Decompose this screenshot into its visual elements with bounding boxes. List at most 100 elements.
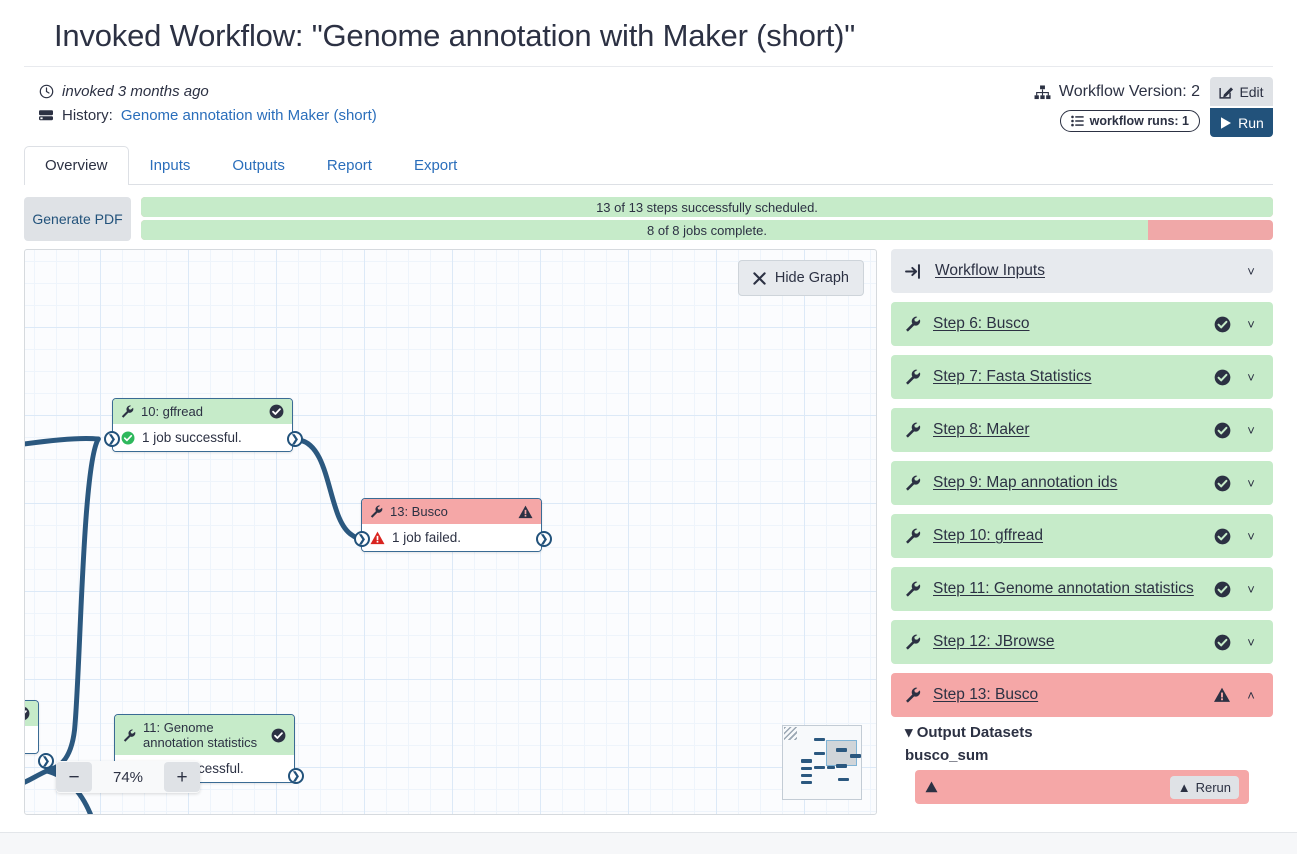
check-circle-icon (1214, 581, 1231, 598)
chevron-up-icon[interactable]: ˄ (1247, 687, 1255, 703)
chevron-down-icon[interactable]: ˅ (1247, 316, 1255, 332)
sidebar-item-step-12-jbrowse[interactable]: Step 12: JBrowse ˅ (891, 620, 1273, 664)
hide-graph-button[interactable]: Hide Graph (737, 260, 864, 296)
minimap-node (827, 766, 835, 769)
accordion-item: Workflow Inputs ˅ (891, 249, 1273, 293)
wrench-icon (370, 505, 383, 518)
page-title: Invoked Workflow: "Genome annotation wit… (54, 18, 856, 53)
sidebar-item-step-8-maker[interactable]: Step 8: Maker ˅ (891, 408, 1273, 452)
minimap-node (801, 774, 812, 777)
check-circle-icon (1214, 634, 1231, 651)
run-button[interactable]: Run (1210, 108, 1273, 137)
graph-node-input-port[interactable]: ❯ (354, 531, 370, 547)
workflow-version-row: Workflow Version: 2 (1034, 80, 1200, 104)
rerun-label: Rerun (1195, 779, 1231, 795)
wrench-icon (121, 405, 134, 418)
dataset-item[interactable]: ▲ Rerun (915, 770, 1249, 804)
chevron-down-icon[interactable]: ˅ (1247, 634, 1255, 650)
wrench-icon (123, 729, 136, 742)
output-datasets-header[interactable]: ▾ Output Datasets (905, 723, 1259, 741)
warning-triangle-icon (1213, 687, 1231, 703)
sidebar-item-step-10-gffread[interactable]: Step 10: gffread ˅ (891, 514, 1273, 558)
jobs-progress-bar: 8 of 8 jobs complete. (141, 220, 1273, 240)
wrench-icon (905, 316, 921, 332)
graph-node-title: 10: gffread (141, 404, 203, 419)
minimap-node (850, 754, 861, 758)
clock-icon (38, 83, 54, 99)
graph-node-partial-left[interactable] (25, 700, 39, 754)
history-link[interactable]: Genome annotation with Maker (short) (120, 106, 377, 124)
edit-button[interactable]: Edit (1210, 77, 1273, 106)
chevron-down-icon[interactable]: ˅ (1247, 475, 1255, 491)
sidebar-item-step-7-fasta-statistics[interactable]: Step 7: Fasta Statistics ˅ (891, 355, 1273, 399)
progress-bars: 13 of 13 steps successfully scheduled. 8… (141, 197, 1273, 241)
chevron-down-icon[interactable]: ˅ (1247, 369, 1255, 385)
chevron-down-icon[interactable]: ˅ (1247, 263, 1255, 279)
zoom-in-button[interactable]: + (164, 762, 200, 792)
accordion-item: Step 11: Genome annotation statistics ˅ (891, 567, 1273, 611)
sidebar-item-workflow-inputs[interactable]: Workflow Inputs ˅ (891, 249, 1273, 293)
accordion-item-expanded: Step 13: Busco ˄ ▾ Output Datasets busco… (891, 673, 1273, 804)
edit-run-button-group: Edit Run (1210, 77, 1273, 137)
chevron-down-icon[interactable]: ˅ (1247, 422, 1255, 438)
minimap-resize-handle[interactable] (784, 727, 797, 740)
wrench-icon (905, 634, 921, 650)
minimap-node (801, 759, 812, 763)
warning-triangle-icon (518, 505, 533, 519)
title-divider (24, 66, 1273, 67)
rerun-icon: ▲ (1177, 779, 1191, 795)
hide-graph-label: Hide Graph (774, 270, 849, 286)
chevron-down-icon[interactable]: ˅ (1247, 528, 1255, 544)
workflow-runs-pill[interactable]: workflow runs: 1 (1059, 110, 1200, 132)
minimap-node (838, 778, 849, 781)
database-icon (38, 107, 54, 123)
jobs-progress-fill (141, 220, 1149, 240)
graph-node-output-port[interactable]: ❯ (287, 431, 303, 447)
wrench-icon (905, 687, 921, 703)
sidebar-item-step-13-busco[interactable]: Step 13: Busco ˄ (891, 673, 1273, 717)
invocation-steps-sidebar[interactable]: Workflow Inputs ˅ Step 6: Busco ˅ (891, 249, 1273, 815)
tab-report[interactable]: Report (326, 157, 372, 174)
workflow-version-block: Workflow Version: 2 workflow runs: 1 (1034, 77, 1200, 132)
graph-node-busco[interactable]: 13: Busco 1 job failed. (361, 498, 542, 552)
invocation-meta: invoked 3 months ago History: Genome ann… (0, 67, 1297, 137)
zoom-out-button[interactable]: − (56, 762, 92, 792)
graph-node-output-port[interactable]: ❯ (38, 753, 54, 769)
sidebar-item-label: Workflow Inputs (935, 262, 1045, 279)
tab-outputs[interactable]: Outputs (232, 157, 285, 174)
chevron-down-icon[interactable]: ˅ (1247, 581, 1255, 597)
sidebar-item-step-9-map-annotation-ids[interactable]: Step 9: Map annotation ids ˅ (891, 461, 1273, 505)
tab-overview[interactable]: Overview (24, 146, 129, 185)
history-label: History: (62, 106, 113, 124)
steps-progress-bar: 13 of 13 steps successfully scheduled. (141, 197, 1273, 217)
minimap-node (801, 767, 812, 770)
wrench-icon (905, 581, 921, 597)
workflow-version-text: Workflow Version: 2 (1058, 83, 1200, 100)
sidebar-item-step-6-busco[interactable]: Step 6: Busco ˅ (891, 302, 1273, 346)
dataset-name: busco_sum (905, 747, 989, 764)
tab-export[interactable]: Export (413, 157, 458, 174)
steps-progress-fill (141, 197, 1273, 217)
graph-node-header: 10: gffread (113, 399, 292, 424)
close-icon (753, 271, 766, 285)
graph-node-gffread[interactable]: 10: gffread 1 job successful. (112, 398, 293, 452)
graph-node-output-port[interactable]: ❯ (536, 531, 552, 547)
rerun-button[interactable]: ▲ Rerun (1169, 775, 1239, 799)
minimap-node (836, 748, 847, 752)
check-circle-icon (1214, 316, 1231, 333)
progress-row: Generate PDF 13 of 13 steps successfully… (24, 197, 1273, 241)
success-icon (121, 431, 135, 445)
sidebar-item-step-11-genome-annotation-statistics[interactable]: Step 11: Genome annotation statistics ˅ (891, 567, 1273, 611)
workflow-graph-panel[interactable]: Hide Graph (24, 249, 877, 815)
tab-inputs[interactable]: Inputs (149, 157, 191, 174)
caret-down-icon: ▾ (905, 724, 913, 741)
generate-pdf-button[interactable]: Generate PDF (24, 197, 131, 241)
run-button-label: Run (1238, 114, 1264, 131)
accordion-item: Step 12: JBrowse ˅ (891, 620, 1273, 664)
graph-node-status-text: 1 job failed. (392, 530, 462, 545)
graph-node-output-port[interactable]: ❯ (288, 768, 304, 784)
graph-node-input-port[interactable]: ❯ (104, 431, 120, 447)
graph-minimap[interactable] (782, 725, 862, 800)
minimap-viewport[interactable] (826, 740, 857, 766)
sitemap-icon (1034, 84, 1051, 100)
